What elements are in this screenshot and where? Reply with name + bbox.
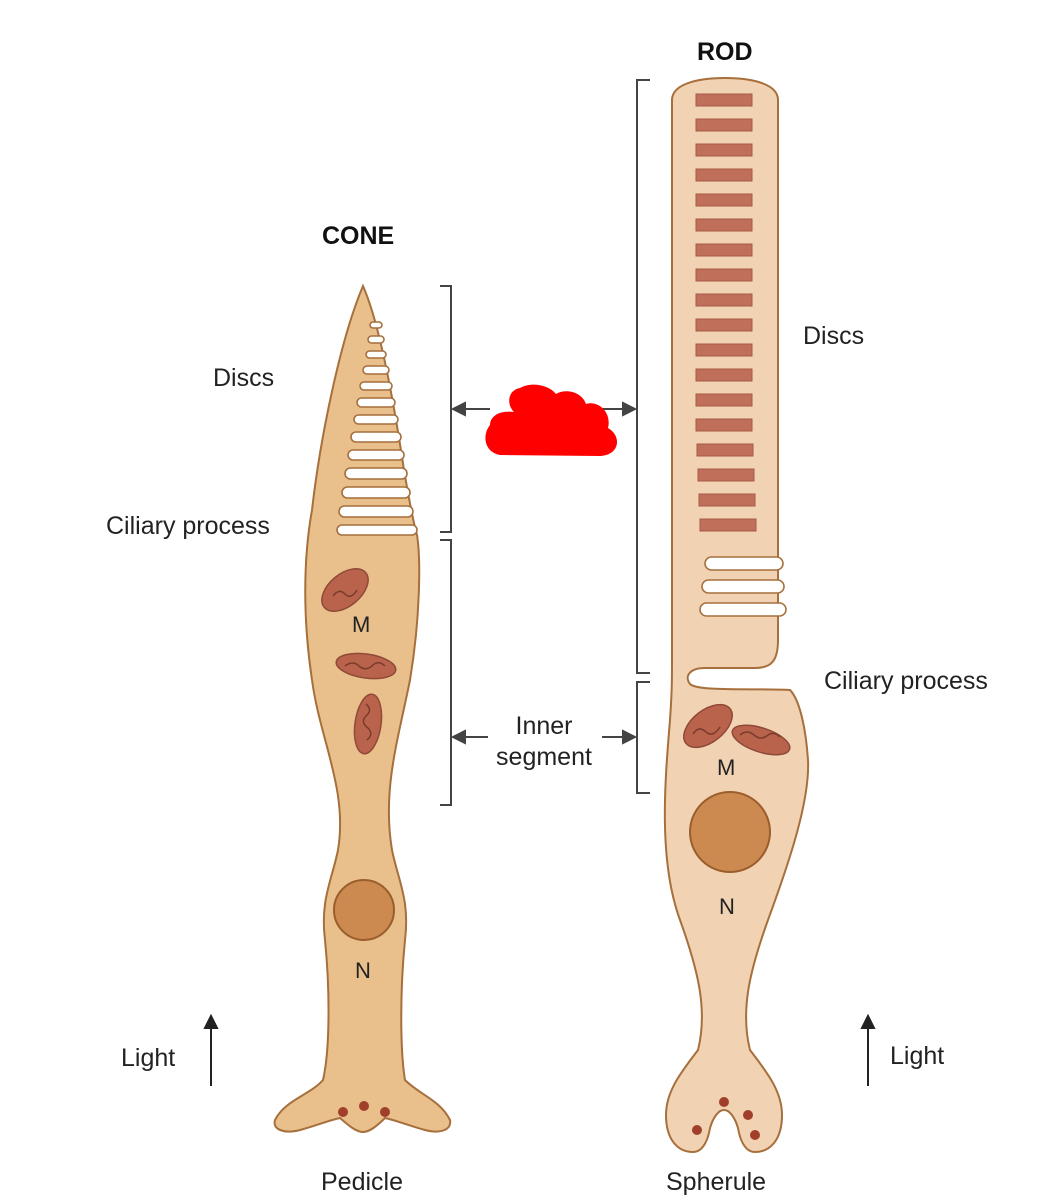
cone-mitochondria-letter: M — [352, 612, 371, 637]
rod-title: ROD — [697, 38, 753, 66]
cone-base-label: Pedicle — [321, 1168, 403, 1196]
cone-mitochondria — [321, 568, 397, 755]
cone-nucleus — [333, 879, 395, 941]
rod-nucleus-letter: N — [719, 894, 735, 919]
rod-discs-label: Discs — [803, 322, 865, 350]
cone-ciliary-label: Ciliary process — [106, 512, 270, 540]
cone-discs-label: Discs — [213, 364, 275, 392]
inner-segment-label-line1: Inner — [515, 712, 573, 740]
cone-title: CONE — [322, 222, 395, 250]
cone-cell — [273, 283, 452, 1134]
rod-mitochondria — [683, 703, 791, 756]
rod-ciliary-label: Ciliary process — [824, 667, 988, 695]
inner-segment-label-line2: segment — [496, 743, 592, 771]
rod-open-discs — [699, 556, 787, 617]
cone-pedicle-dots — [338, 1101, 390, 1117]
rod-nucleus — [689, 791, 771, 873]
rod-light-label: Light — [890, 1042, 945, 1070]
rod-cell — [663, 76, 810, 1154]
red-redaction-blob — [485, 384, 618, 456]
inner-segment-arrows — [450, 729, 638, 745]
rod-discs — [695, 93, 757, 532]
rod-mitochondria-letter: M — [717, 755, 736, 780]
outer-segment-arrows — [450, 401, 638, 417]
rod-outer-bracket — [636, 79, 650, 674]
light-arrow-left — [203, 1013, 219, 1086]
cone-nucleus-letter: N — [355, 958, 371, 983]
light-arrow-right — [860, 1013, 876, 1086]
cone-outer-bracket — [440, 285, 452, 533]
rod-base-label: Spherule — [666, 1168, 767, 1196]
cone-inner-bracket — [440, 539, 452, 806]
rod-spherule-dots — [692, 1097, 760, 1140]
cone-light-label: Light — [121, 1044, 176, 1072]
cone-discs — [336, 321, 418, 536]
rod-inner-bracket — [636, 681, 650, 794]
